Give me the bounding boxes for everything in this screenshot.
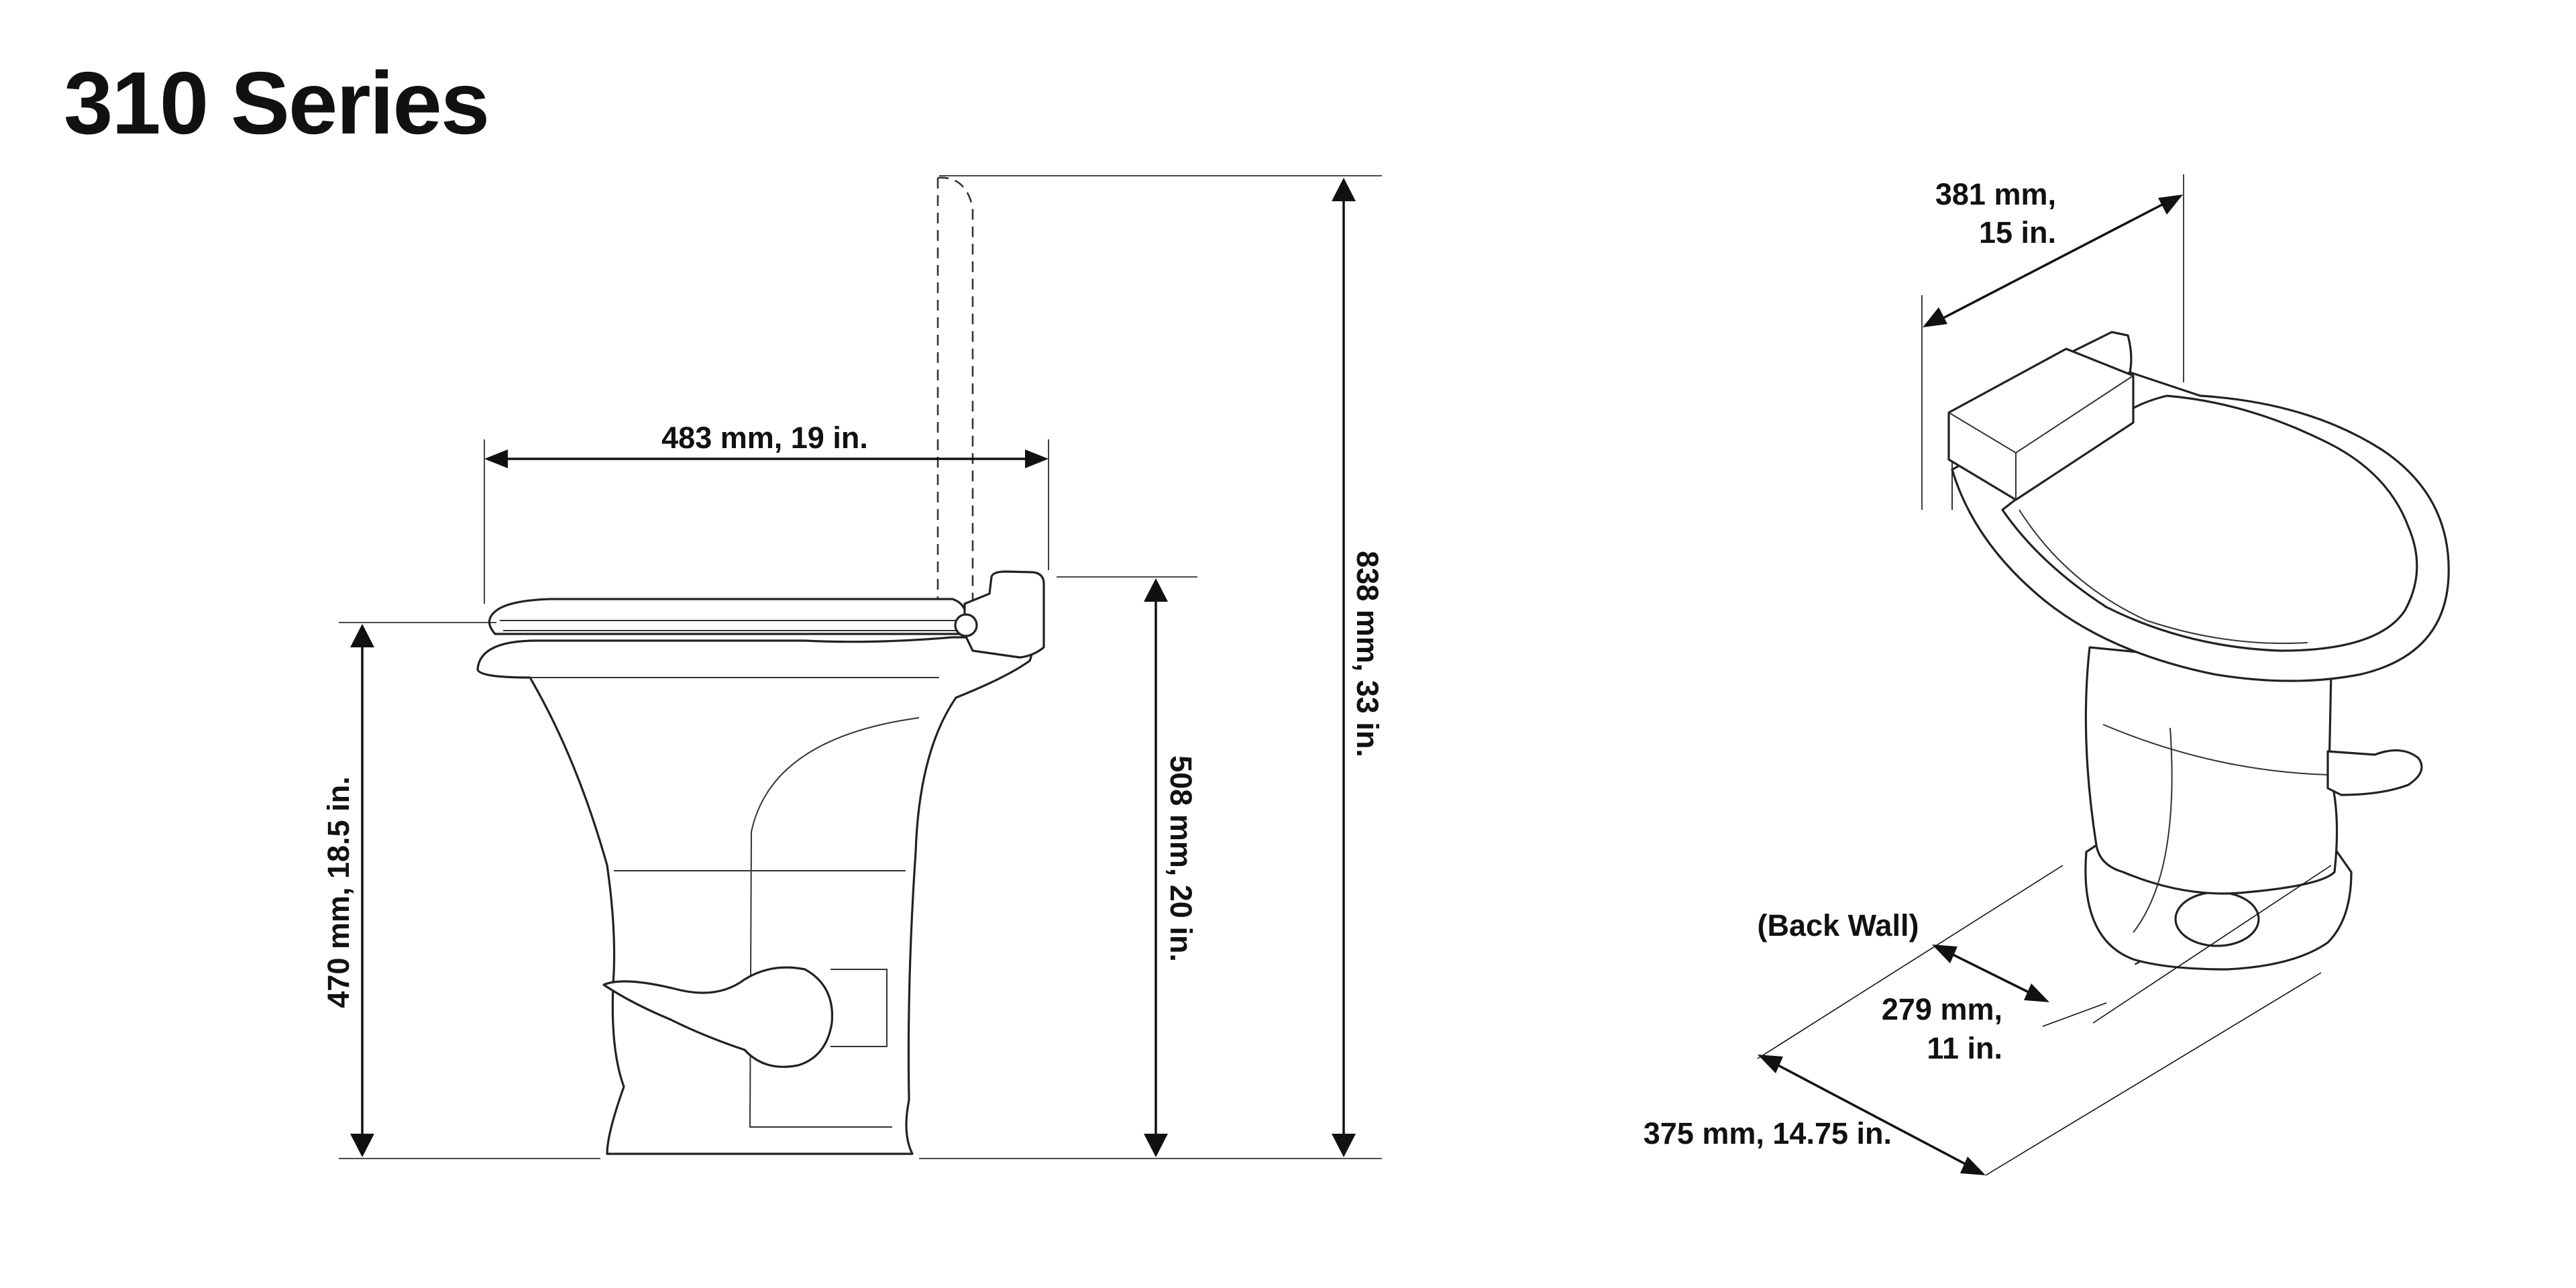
- back-wall-label: (Back Wall): [1758, 908, 1919, 943]
- outlet-label-2: 11 in.: [1927, 1031, 2002, 1065]
- total-height-label: 838 mm, 33 in.: [1350, 551, 1385, 757]
- base-depth-label: 375 mm, 14.75 in.: [1644, 1116, 1892, 1150]
- page-title: 310 Series: [64, 54, 490, 152]
- top-width-label-2: 15 in.: [1979, 215, 2056, 250]
- isometric-toilet: [1947, 331, 2450, 971]
- side-dimensions: 483 mm, 19 in. 470 mm, 18.5 in. 508 mm, …: [321, 175, 1385, 1159]
- side-view-toilet: [476, 176, 1045, 1155]
- outlet-label-1: 279 mm,: [1882, 992, 2002, 1026]
- top-width-label-1: 381 mm,: [1935, 177, 2056, 211]
- front-width-label: 483 mm, 19 in.: [661, 421, 868, 455]
- pedal-height-label: 508 mm, 20 in.: [1164, 755, 1198, 962]
- seat-height-label: 470 mm, 18.5 in.: [321, 776, 356, 1008]
- iso-dimensions: 381 mm, 15 in. (Back Wall) 279 mm, 11 in…: [1644, 174, 2332, 1176]
